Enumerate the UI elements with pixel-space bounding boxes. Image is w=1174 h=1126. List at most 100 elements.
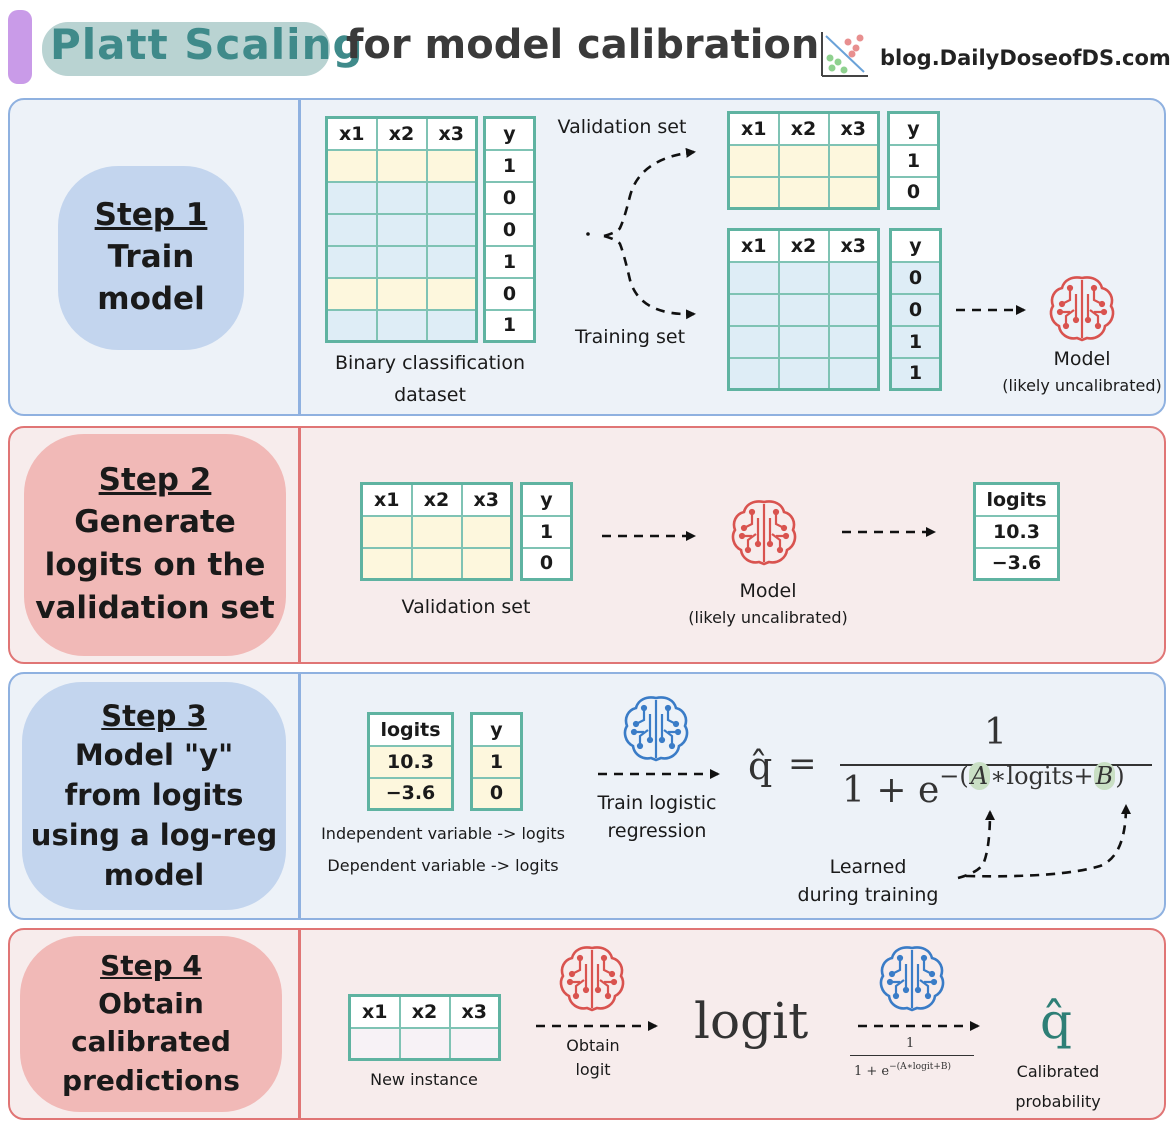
step3-bubble: Step 3 Model "y" from logits using a log… [22, 682, 286, 910]
y-cell: 1 [887, 143, 940, 178]
table-row [325, 308, 478, 343]
dataset-label-2: dataset [394, 384, 466, 406]
step3-line: Model "y" [74, 738, 234, 773]
y-cell: 0 [889, 260, 942, 295]
table-row [727, 292, 880, 327]
formula-numerator: 1 [984, 712, 1007, 753]
logit-word: logit [694, 992, 809, 1050]
y-cell: 0 [889, 292, 942, 327]
formula-denominator: 1 + e−(A∗logits+B) [842, 762, 1125, 811]
step1-line: model [97, 281, 205, 318]
mini-formula-exponent: −(A∗logit+B) [889, 1062, 952, 1072]
step3-line: using a log-reg [30, 818, 278, 853]
column-header: x1 [325, 116, 378, 151]
dataset-label: Binary classification [335, 352, 525, 374]
table-row [325, 180, 478, 215]
y-cell: 1 [483, 308, 536, 343]
column-header: x3 [827, 111, 880, 146]
brain-circuit-icon [623, 696, 689, 762]
y-cell: 1 [889, 356, 942, 391]
step1-title: Step 1 [94, 196, 208, 233]
obtain-logit-label: Obtain [566, 1036, 620, 1055]
step3-title: Step 3 [101, 698, 207, 733]
y-cell: 1 [470, 744, 523, 779]
step1-line: Train [107, 238, 195, 275]
title-rest: for model calibration [346, 22, 820, 68]
model-sublabel: (likely uncalibrated) [688, 608, 848, 627]
y-cell: 0 [887, 175, 940, 210]
step4-line: predictions [62, 1063, 240, 1097]
column-header: x2 [398, 994, 451, 1029]
table-row [325, 148, 478, 183]
formula-param-b: B [1093, 762, 1116, 790]
calibrated-label: Calibrated [1016, 1062, 1100, 1081]
y-cell: 1 [483, 148, 536, 183]
logits-header: logits [367, 712, 454, 747]
mini-formula-numerator: 1 [906, 1036, 915, 1051]
step1-bubble: Step 1 Train model [58, 166, 244, 350]
training-features-table: x1 x2 x3 [727, 228, 880, 391]
train-logreg-label: Train logistic [597, 792, 717, 814]
arrow-to-param-b [965, 804, 1131, 878]
mini-formula-denominator: 1 + e−(A∗logit+B) [854, 1060, 951, 1079]
logit-cell: 10.3 [973, 514, 1060, 549]
y-header: y [483, 116, 536, 151]
title-highlight-pill [42, 22, 330, 76]
y-header: y [887, 111, 940, 146]
column-header: x1 [360, 482, 413, 517]
mini-formula-base: 1 + e [854, 1064, 890, 1079]
new-instance-label: New instance [370, 1070, 478, 1089]
column-header: x1 [727, 228, 780, 263]
y-header: y [470, 712, 523, 747]
formula-equals: = [788, 744, 817, 784]
independent-variable-label: Independent variable -> logits [321, 824, 565, 843]
learned-label-2: during training [797, 884, 939, 906]
y-cell: 0 [520, 546, 573, 581]
dataset-features-table: x1 x2 x3 [325, 116, 478, 343]
arrow-to-param-a [957, 810, 995, 880]
step2-bubble: Step 2 Generate logits on the validation… [24, 434, 286, 656]
logit-cell: 10.3 [367, 744, 454, 779]
step2-title: Step 2 [98, 462, 212, 499]
logit-cell: −3.6 [973, 546, 1060, 581]
table-row [727, 356, 880, 391]
validation-y-table: y 1 0 [520, 482, 573, 581]
step3-divider [298, 672, 301, 920]
validation-set-label: Validation set [401, 596, 531, 618]
logits-header: logits [973, 482, 1060, 517]
column-header: x2 [777, 228, 830, 263]
arrow-to-validation [603, 147, 696, 238]
y-cell: 0 [483, 276, 536, 311]
step3-line: model [103, 858, 205, 893]
formula-param-a: A [968, 762, 991, 790]
column-header: x3 [460, 482, 513, 517]
table-row [325, 244, 478, 279]
logits-table: logits 10.3 −3.6 [367, 712, 454, 811]
validation-set-label: Validation set [557, 116, 687, 138]
formula-exp-mid: ∗logits+ [990, 762, 1094, 790]
validation-features-table: x1 x2 x3 [360, 482, 513, 581]
brain-circuit-icon [559, 946, 625, 1012]
calibrated-label-2: probability [1015, 1092, 1101, 1111]
step2-divider [298, 426, 301, 664]
column-header: x3 [827, 228, 880, 263]
step1-divider [298, 98, 301, 416]
column-header: x1 [348, 994, 401, 1029]
y-header: y [889, 228, 942, 263]
brain-circuit-icon [879, 946, 945, 1012]
step4-title: Step 4 [100, 948, 202, 982]
validation-y-table: y 1 0 [887, 111, 940, 210]
arrow-to-training [603, 234, 696, 320]
split-dot [586, 232, 590, 236]
obtain-logit-label-2: logit [575, 1060, 611, 1079]
table-row [348, 1026, 501, 1061]
formula-lhs: q̂ [748, 744, 773, 788]
step2-line: logits on the [44, 547, 266, 584]
table-row [325, 276, 478, 311]
y-header: y [520, 482, 573, 517]
training-set-label: Training set [574, 326, 686, 348]
formula-fraction-bar [840, 764, 1152, 766]
y-cell: 0 [483, 212, 536, 247]
model-sublabel: (likely uncalibrated) [1002, 376, 1162, 395]
